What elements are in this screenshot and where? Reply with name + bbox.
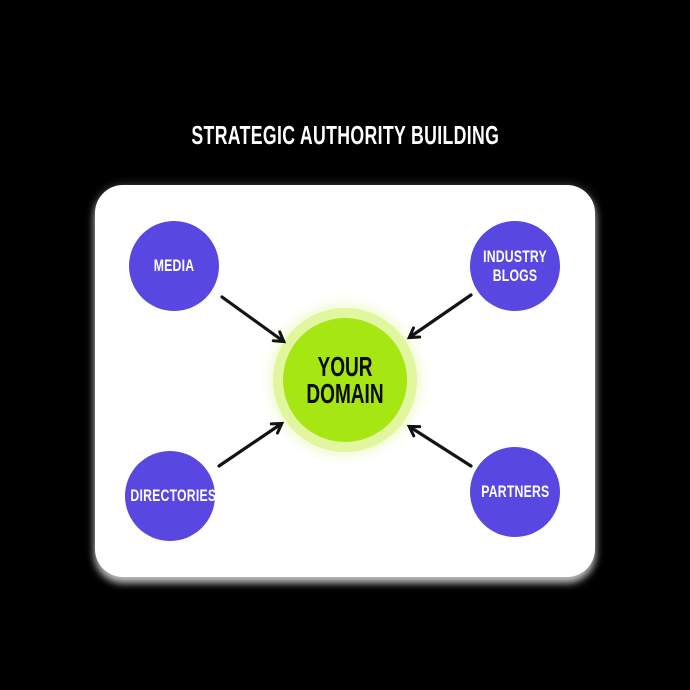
node-media: MEDIA [129,221,219,311]
page-title: STRATEGIC AUTHORITY BUILDING [0,121,690,149]
node-directories: DIRECTORIES [125,451,217,541]
node-media-label: MEDIA [153,256,195,276]
center-node-glow: YOUR DOMAIN [273,308,417,452]
node-industry-blogs-label: INDUSTRY BLOGS [483,246,547,285]
center-node: YOUR DOMAIN [283,318,407,442]
node-partners: PARTNERS [470,447,560,537]
node-industry-blogs: INDUSTRY BLOGS [470,221,560,311]
page-title-text: STRATEGIC AUTHORITY BUILDING [191,120,499,150]
node-directories-label: DIRECTORIES [130,486,217,506]
diagram-card: MEDIA INDUSTRY BLOGS DIRECTORIES PARTNER… [95,185,595,577]
center-node-label: YOUR DOMAIN [306,351,384,409]
node-partners-label: PARTNERS [480,482,550,502]
